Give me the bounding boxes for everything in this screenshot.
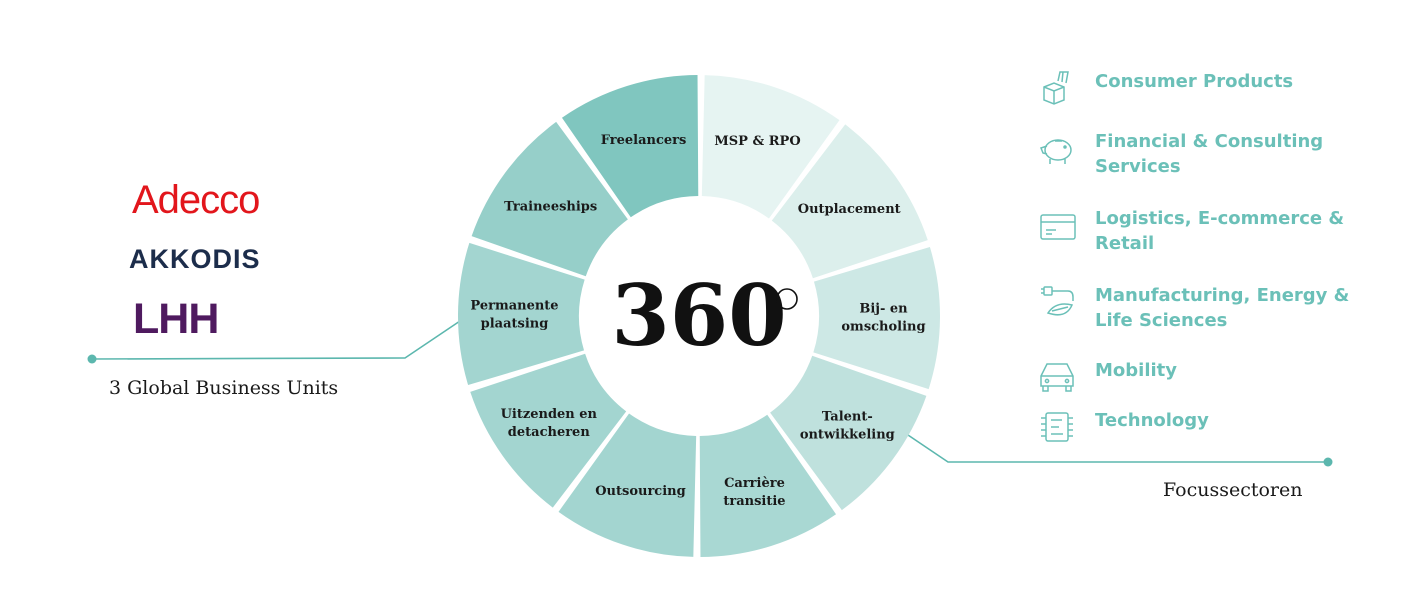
wheel-segment (470, 353, 627, 508)
wheel-segment (458, 242, 585, 386)
adecco-logo: Adecco (132, 178, 260, 222)
sector-label: Logistics, E-commerce & Retail (1095, 208, 1345, 254)
sector-label: Mobility (1095, 360, 1178, 381)
lhh-logo: LHH (133, 295, 219, 343)
business-units-caption: 3 Global Business Units (109, 377, 339, 399)
akkodis-logo: AKKODIS (129, 244, 261, 274)
sector-label: Manufacturing, Energy & Life Sciences (1095, 285, 1350, 331)
wheel-segment (561, 75, 699, 218)
sectors-dot (1323, 457, 1333, 467)
business-units-connector (91, 320, 461, 360)
sectors-caption: Focussectoren (1163, 479, 1303, 501)
center-360-label: 360 (611, 266, 786, 365)
wheel-segment (471, 121, 628, 277)
credit-card-icon (1040, 214, 1076, 240)
sector-logistics-ecommerce: Logistics, E-commerce & Retail (1038, 206, 1378, 258)
piggy-bank-icon (1040, 139, 1072, 164)
wheel-segment (699, 414, 837, 557)
wheel-segment-label: Outplacement (798, 202, 901, 217)
plug-leaf-icon (1041, 286, 1074, 316)
wheel-segment-label: Outsourcing (595, 484, 685, 499)
sector-label: Financial & Consulting Services (1095, 131, 1324, 177)
sector-label: Consumer Products (1095, 71, 1294, 92)
sectors-connector (904, 432, 1328, 463)
business-units-dot (87, 354, 97, 364)
wheel-segment (558, 413, 697, 557)
degree-symbol (776, 288, 798, 310)
car-icon (1040, 363, 1074, 392)
wheel-segment-label: Traineeships (504, 199, 597, 214)
wheel-segment (701, 75, 840, 219)
shopping-bag-icon (1043, 71, 1069, 105)
sector-manufacturing-energy: Manufacturing, Energy & Life Sciences (1038, 283, 1378, 335)
sector-technology: Technology (1038, 408, 1378, 454)
sector-financial-consulting: Financial & Consulting Services (1038, 129, 1378, 181)
wheel-segment (770, 355, 927, 511)
wheel-segment-label: MSP & RPO (714, 134, 800, 149)
wheel-segment (813, 246, 940, 390)
chip-icon (1041, 412, 1073, 442)
wheel-segment-label: Freelancers (601, 133, 687, 148)
sector-label: Technology (1095, 410, 1209, 431)
sector-mobility: Mobility (1038, 358, 1378, 404)
wheel-segment-label: Talent-ontwikkeling (800, 410, 895, 443)
sector-consumer-products: Consumer Products (1038, 69, 1378, 115)
wheel-segment (771, 124, 928, 279)
